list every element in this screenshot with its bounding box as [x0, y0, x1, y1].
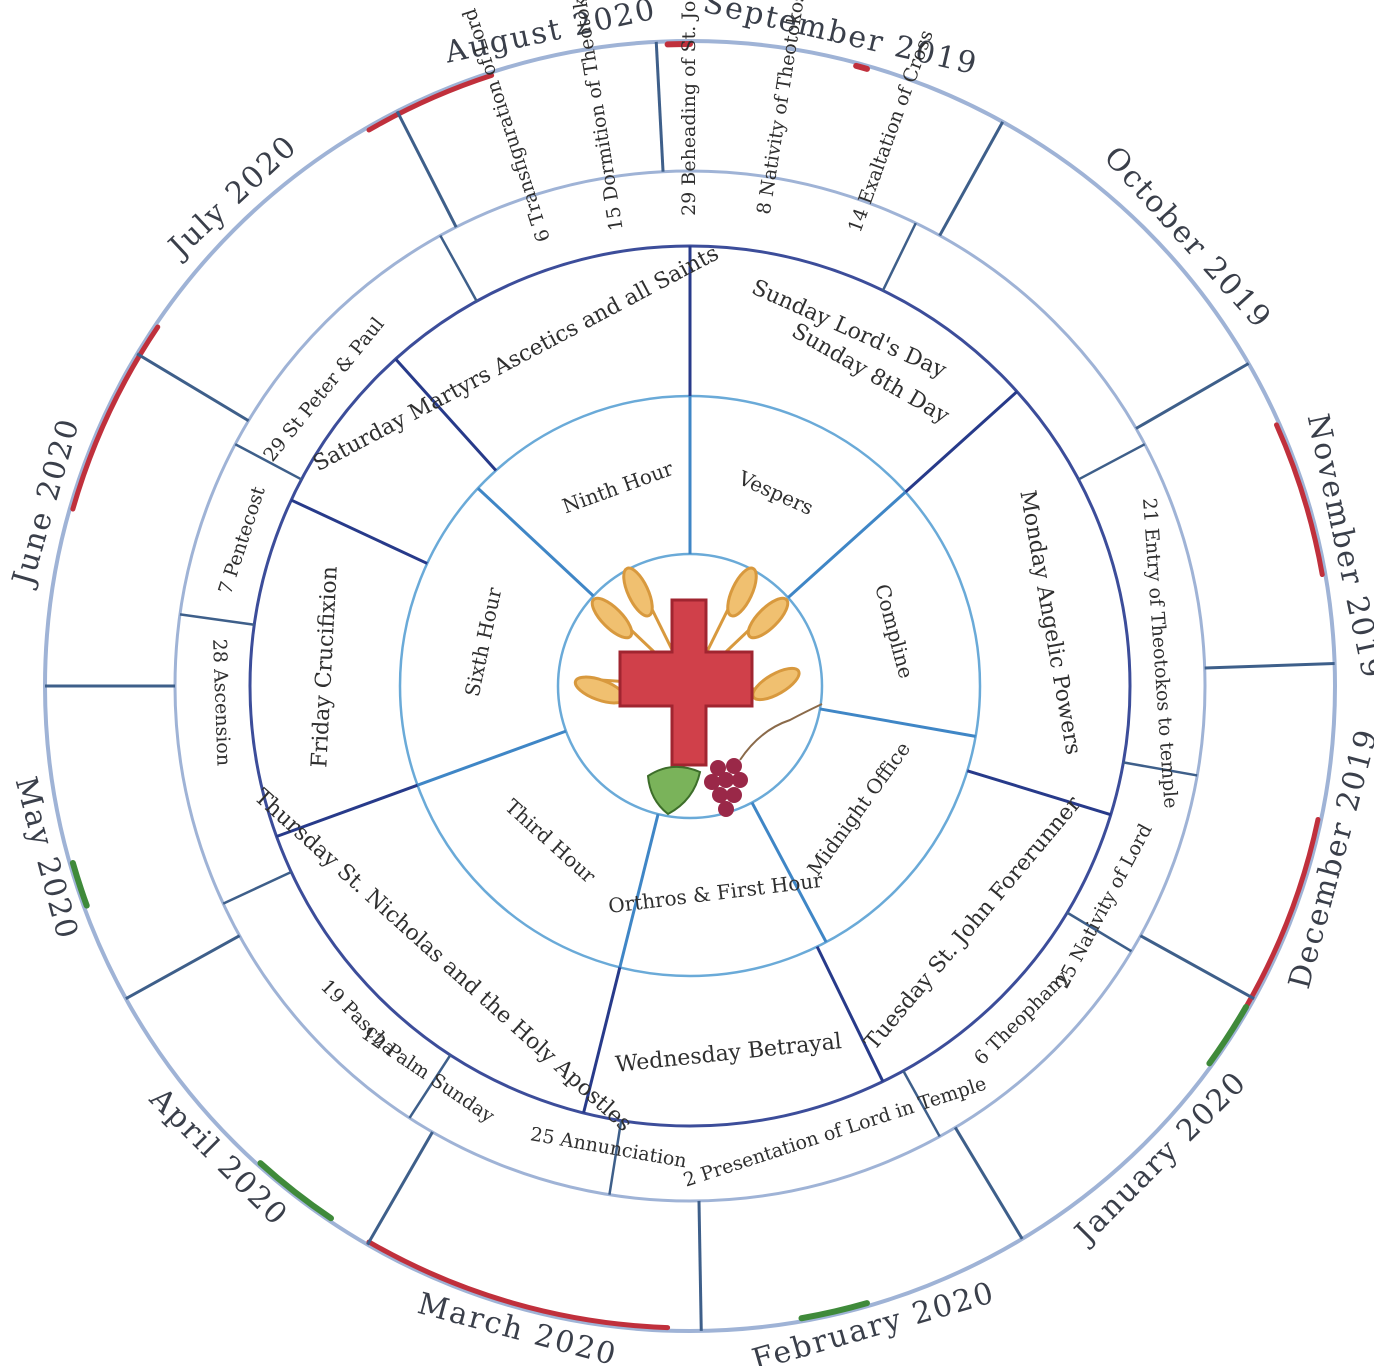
month-spoke [125, 934, 241, 1001]
feast-arc [798, 1300, 870, 1322]
feast-arc [1274, 422, 1325, 578]
feast-spoke [881, 222, 917, 292]
hour-label: Ninth Hour [559, 456, 677, 518]
day-spoke [290, 498, 428, 565]
feast-spoke [902, 1070, 941, 1138]
feast-arc [69, 859, 90, 909]
hour-label: Midnight Office [802, 737, 915, 880]
day-spoke [582, 967, 622, 1114]
leaf-icon [646, 765, 702, 816]
hour-label: Vespers [734, 465, 817, 520]
vine-icon [739, 703, 823, 761]
hour-label: Third Hour [500, 794, 601, 888]
hour-spoke [787, 490, 907, 599]
month-label: April 2020 [142, 1080, 295, 1233]
month-label: November 2019 [1300, 411, 1374, 683]
feast-label: 29 Beheading of St. John [678, 0, 700, 216]
month-spoke [953, 1126, 1024, 1240]
day-label: Tuesday St. John Forerunner [860, 792, 1087, 1055]
month-spoke [938, 121, 1005, 237]
month-label: July 2020 [160, 128, 304, 266]
feast-spoke [1077, 443, 1146, 481]
feast-spoke [222, 870, 292, 905]
hour-spoke [416, 729, 567, 787]
feast-spoke [439, 234, 478, 302]
month-spoke [395, 110, 458, 228]
grape-icon [704, 758, 748, 817]
hour-spoke [750, 801, 828, 943]
feast-arc [257, 1160, 334, 1222]
hour-spoke [618, 813, 660, 968]
center-emblem [573, 566, 823, 817]
hour-spoke [819, 707, 976, 738]
hour-label: Sixth Hour [460, 585, 507, 699]
feast-arc [366, 1239, 671, 1331]
feast-label: 6 Theophany [970, 966, 1074, 1070]
month-spoke [697, 1200, 703, 1331]
month-spoke [136, 352, 250, 423]
feast-label: 25 Annunciation [529, 1123, 689, 1172]
day-spoke [394, 358, 498, 472]
month-spoke [1139, 934, 1255, 1001]
feast-spoke [408, 1054, 452, 1119]
day-spoke [815, 945, 885, 1083]
cross-icon [618, 598, 754, 767]
feast-arc [366, 72, 495, 133]
feast-spoke [179, 613, 255, 627]
day-label: Friday Crucifixion [307, 565, 343, 768]
feast-label: 21 Entry of Theotokos to temple [1138, 497, 1182, 809]
day-label: Monday Angelic Powers [1014, 488, 1085, 756]
day-label: Saturday Martyrs Ascetics and all Saints [309, 241, 723, 477]
feast-label: 2 Presentation of Lord in Temple [681, 1073, 989, 1192]
feast-spoke [234, 443, 303, 481]
feast-spoke [608, 1120, 623, 1195]
feast-arc [1206, 1004, 1249, 1067]
month-label: March 2020 [414, 1286, 621, 1366]
month-spoke [366, 1131, 434, 1246]
feast-season-arcs [69, 41, 1325, 1331]
hour-label: Orthros & First Hour [607, 868, 824, 918]
feast-arc [1243, 816, 1321, 1010]
feast-label: 28 Ascension [208, 638, 234, 766]
feast-spoke [1066, 911, 1133, 953]
month-label: February 2020 [748, 1275, 999, 1366]
month-label: January 2020 [1066, 1064, 1254, 1252]
feast-arc [853, 62, 870, 72]
month-spoke [1135, 362, 1250, 430]
month-label: December 2019 [1282, 725, 1374, 993]
day-spoke [966, 769, 1112, 817]
spokes [45, 41, 1335, 1331]
feast-label: 15 Dormition of Theotokos [566, 0, 628, 232]
feast-label: 25 Nativity of Lord [1051, 820, 1156, 992]
hour-spoke [476, 487, 595, 598]
month-spoke [1204, 661, 1335, 670]
feast-spoke [1123, 761, 1198, 777]
month-label: October 2019 [1097, 140, 1279, 336]
day-label: Wednesday Betrayal [614, 1029, 843, 1078]
hour-label: Compline [870, 581, 918, 681]
day-spoke [276, 783, 419, 838]
month-label: May 2020 [8, 773, 85, 944]
day-spoke [904, 390, 1018, 494]
feast-arc [70, 324, 161, 512]
month-spoke [654, 41, 665, 172]
